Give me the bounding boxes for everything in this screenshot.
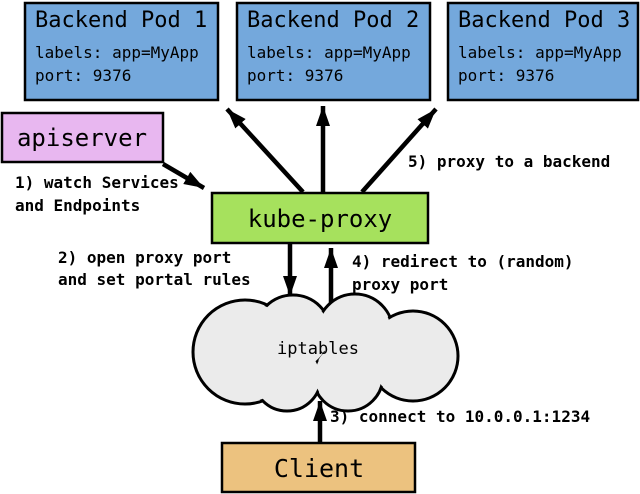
backend-pod-2-port: port: 9376 [247, 66, 343, 85]
kube-proxy-label: kube-proxy [248, 205, 393, 233]
annotation-step2-line2: and set portal rules [58, 270, 251, 289]
arrow-step1-apiserver-to-kubeproxy [161, 162, 206, 190]
apiserver-box [0, 111, 165, 164]
client-box [220, 441, 417, 494]
client-node: Client [220, 441, 417, 494]
annotation-step1-line1: 1) watch Services [15, 173, 179, 192]
backend-pod-3-node: Backend Pod 3 labels: app=MyApp port: 93… [446, 1, 640, 102]
client-label: Client [274, 454, 364, 483]
backend-pod-1-port: port: 9376 [35, 66, 131, 85]
annotation-step4-line2: proxy port [352, 275, 448, 294]
backend-pod-2-box [235, 1, 432, 102]
arrow-step5-to-pod3 [360, 107, 438, 194]
kube-proxy-box [210, 191, 430, 245]
annotation-step1-line2: and Endpoints [15, 196, 140, 215]
annotation-step1: 1) watch Services and Endpoints [15, 173, 179, 215]
backend-pod-2-node: Backend Pod 2 labels: app=MyApp port: 93… [235, 1, 432, 102]
backend-pod-1-node: Backend Pod 1 labels: app=MyApp port: 93… [23, 1, 220, 102]
backend-pod-1-box [23, 1, 220, 102]
annotation-step3: 3) connect to 10.0.0.1:1234 [330, 407, 590, 426]
annotation-step2: 2) open proxy port and set portal rules [58, 248, 251, 289]
iptables-label: iptables [277, 339, 359, 359]
kube-proxy-node: kube-proxy [210, 191, 430, 245]
backend-pod-3-labels: labels: app=MyApp [458, 43, 622, 62]
annotation-step5: 5) proxy to a backend [408, 152, 610, 171]
backend-pod-1-labels: labels: app=MyApp [35, 43, 199, 62]
arrow-step5-to-pod1 [225, 107, 305, 194]
annotation-step5-line1: 5) proxy to a backend [408, 152, 610, 171]
backend-pod-2-labels: labels: app=MyApp [247, 43, 411, 62]
backend-pod-1-title: Backend Pod 1 [35, 8, 207, 33]
backend-pod-3-box [446, 1, 640, 102]
apiserver-label: apiserver [17, 124, 147, 152]
backend-pod-3-port: port: 9376 [458, 66, 554, 85]
annotation-step4: 4) redirect to (random) proxy port [352, 252, 574, 294]
annotation-step2-line1: 2) open proxy port [58, 248, 231, 267]
backend-pod-3-title: Backend Pod 3 [458, 8, 630, 33]
apiserver-node: apiserver [0, 111, 165, 164]
backend-pod-2-title: Backend Pod 2 [247, 8, 419, 33]
annotation-step4-line1: 4) redirect to (random) [352, 252, 574, 271]
iptables-cloud: iptables [191, 292, 460, 413]
annotation-step3-line1: 3) connect to 10.0.0.1:1234 [330, 407, 590, 426]
